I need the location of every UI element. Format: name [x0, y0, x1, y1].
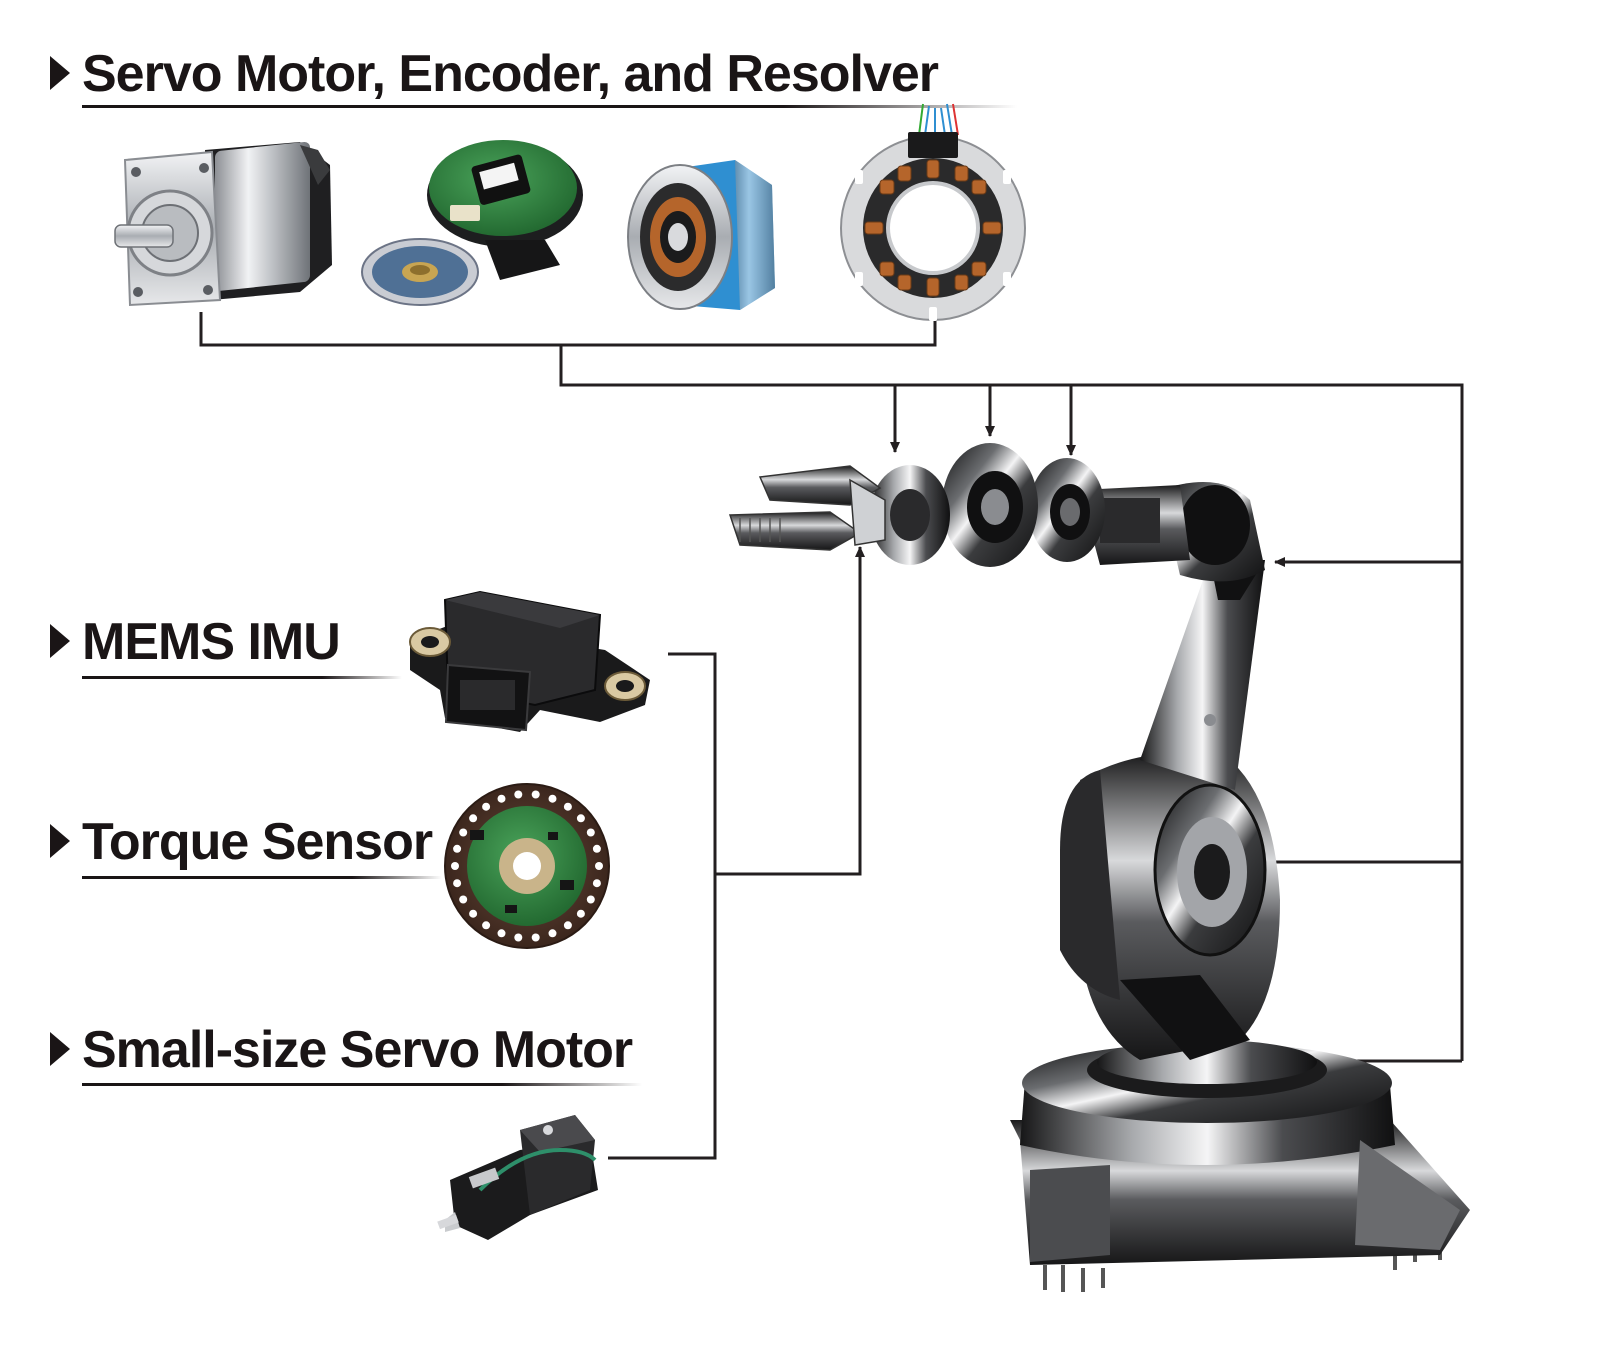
connector-top-bracket [199, 312, 937, 347]
section-title-small-size-servo-motor: Small-size Servo Motor [82, 1021, 633, 1079]
torque-disk-hole [453, 844, 462, 853]
torque-disk-hole [531, 790, 540, 799]
torque-disk-hole [586, 828, 595, 837]
torque-disk-hole [453, 879, 462, 888]
torque-disk-hole [563, 921, 572, 930]
mems-imu-module-icon [409, 590, 650, 732]
optical-encoder-icon [361, 140, 583, 306]
torque-disk-hole [497, 929, 506, 938]
torque-disk-hole [459, 828, 468, 837]
torque-disk-hole [469, 814, 478, 823]
connector-imu [608, 652, 717, 1160]
torque-disk-hole [586, 895, 595, 904]
torque-disk-hole [514, 790, 523, 799]
connector-lines [199, 312, 1464, 1160]
robot-gripper [728, 465, 886, 551]
torque-disk-hole [482, 921, 491, 930]
torque-disk-hole [497, 794, 506, 803]
robot-shoulder [1060, 753, 1280, 1060]
torque-disk-hole [514, 933, 523, 942]
robot-forearm [1080, 485, 1190, 565]
section-title-mems-imu: MEMS IMU [82, 613, 341, 671]
resolver-stator-icon [840, 103, 1026, 321]
torque-disk-hole [592, 844, 601, 853]
torque-disk-hole [563, 802, 572, 811]
torque-sensor-disk-icon [444, 783, 610, 949]
robot-upper-arm [1140, 560, 1265, 790]
torque-disk-hole [482, 802, 491, 811]
section-underline [82, 676, 402, 679]
connector-to-gripper [715, 546, 865, 876]
torque-disk-hole [576, 814, 585, 823]
torque-disk-hole [595, 862, 603, 870]
section-bullet-icon [50, 824, 70, 858]
section-title-torque-sensor: Torque Sensor [82, 813, 433, 871]
torque-disk-hole [469, 909, 478, 918]
torque-disk-hole [531, 933, 540, 942]
robot-base [1010, 1040, 1470, 1292]
torque-disk-hole [548, 929, 557, 938]
section-bullet-icon [50, 624, 70, 658]
section-underline [82, 105, 1017, 108]
section-bullet-icon [50, 1032, 70, 1066]
industrial-robot-arm-icon [728, 443, 1470, 1292]
torque-disk-hole [548, 794, 557, 803]
torque-disk-hole [592, 879, 601, 888]
torque-disk-hole [451, 862, 459, 870]
connector-top-stem [559, 345, 1464, 1061]
rotary-encoder-icon [627, 160, 775, 310]
servo-motor-icon [114, 142, 332, 307]
small-servo-motor-icon [437, 1115, 598, 1240]
section-bullet-icon [50, 56, 70, 90]
robot-wrist [870, 443, 1105, 567]
section-underline [82, 876, 442, 879]
torque-disk-hole [459, 895, 468, 904]
section-underline [82, 1083, 642, 1086]
section-title-servo-encoder-resolver: Servo Motor, Encoder, and Resolver [82, 45, 939, 103]
torque-disk-hole [576, 909, 585, 918]
